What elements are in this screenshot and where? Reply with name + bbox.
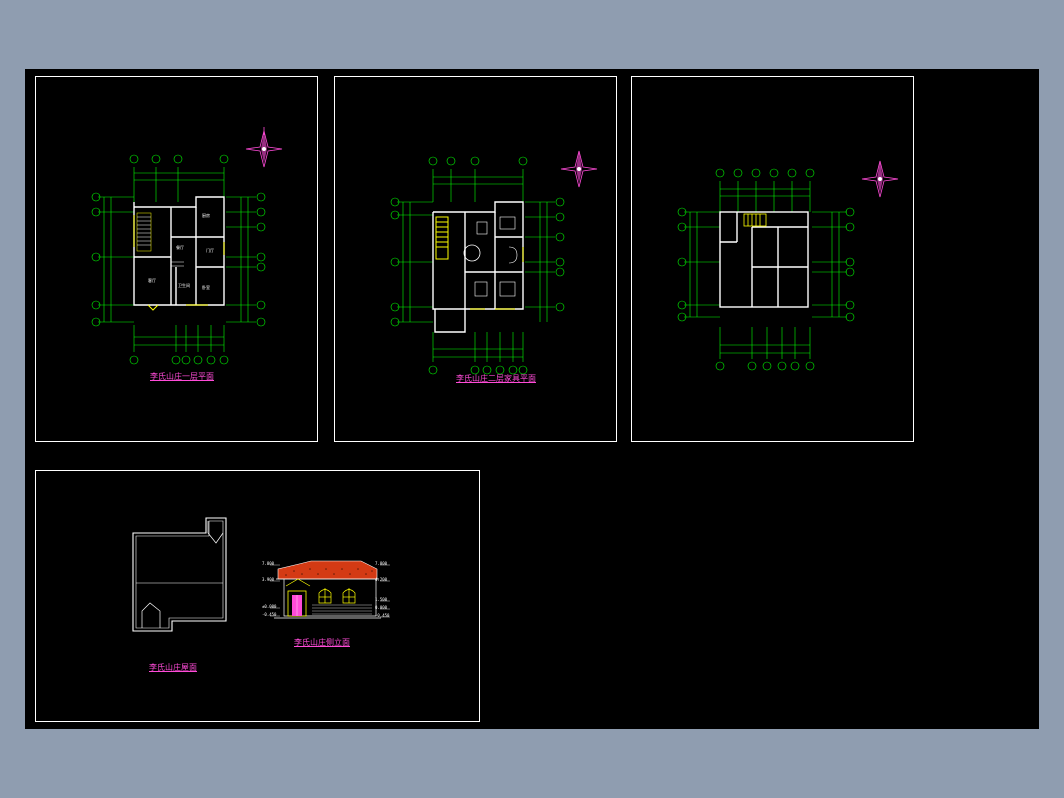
roof-plan-title: 李氏山庄屋面 <box>149 663 197 672</box>
dimension-lines-left <box>91 192 134 327</box>
elevation-level-label: 7.800 <box>262 561 275 566</box>
north-arrow-icon <box>245 127 283 168</box>
windows <box>133 215 225 311</box>
roof-plan-drawing <box>132 517 390 632</box>
sheet-1-title: 李氏山庄一层平面 <box>150 372 214 381</box>
elevation-level-label: 3.900 <box>262 577 275 582</box>
dimension-lines <box>390 156 565 375</box>
elevation-level-label: -0.450 <box>375 613 390 618</box>
second-floor-plan-drawing <box>390 150 598 375</box>
upper-floor-plan-drawing <box>677 160 899 371</box>
dimension-lines-top <box>129 154 229 202</box>
elevation-level-label: 4.200 <box>375 577 388 582</box>
elevation-level-label: 7.800 <box>375 561 388 566</box>
stair <box>743 213 767 227</box>
dimension-lines-bottom <box>129 325 229 365</box>
sheet-roof-and-elevation[interactable]: 7.800 3.900 ±0.000 -0.450 7.800 4.200 1.… <box>35 470 480 722</box>
sheet-second-floor-plan[interactable]: 李氏山庄二层家具平面 <box>334 76 617 442</box>
elevation-level-label: 1.500 <box>375 597 388 602</box>
dimension-lines <box>677 168 855 371</box>
cad-drawing-canvas[interactable]: 客厅 厨房 卧室 卫生间 餐厅 门厅 李氏山庄一层平面 <box>25 69 1039 729</box>
dimension-lines-right <box>226 192 266 327</box>
room-label-hall: 门厅 <box>206 247 214 253</box>
elevation-title: 李氏山庄侧立面 <box>294 638 350 647</box>
side-elevation-drawing <box>270 560 390 619</box>
elevation-level-label: -0.450 <box>262 612 277 617</box>
sheet-first-floor-plan[interactable]: 客厅 厨房 卧室 卫生间 餐厅 门厅 李氏山庄一层平面 <box>35 76 318 442</box>
stair <box>136 212 184 267</box>
room-label-living: 客厅 <box>148 277 156 283</box>
north-arrow-icon <box>560 150 598 188</box>
room-label-dining: 餐厅 <box>176 244 184 250</box>
room-label-kitchen: 厨房 <box>202 212 210 218</box>
elevation-level-label: 0.000 <box>375 605 388 610</box>
plan-walls <box>133 196 225 306</box>
room-label-bath: 卫生间 <box>178 282 190 288</box>
windows <box>435 216 524 310</box>
north-arrow-icon <box>861 160 899 198</box>
room-label-bedroom: 卧室 <box>202 284 210 290</box>
plan-walls <box>719 211 809 308</box>
first-floor-plan-drawing: 客厅 厨房 卧室 卫生间 餐厅 门厅 <box>91 127 283 365</box>
sheet-2-title: 李氏山庄二层家具平面 <box>456 374 536 383</box>
elevation-level-label: ±0.000 <box>262 604 277 609</box>
sheet-upper-floor-plan[interactable] <box>631 76 914 442</box>
